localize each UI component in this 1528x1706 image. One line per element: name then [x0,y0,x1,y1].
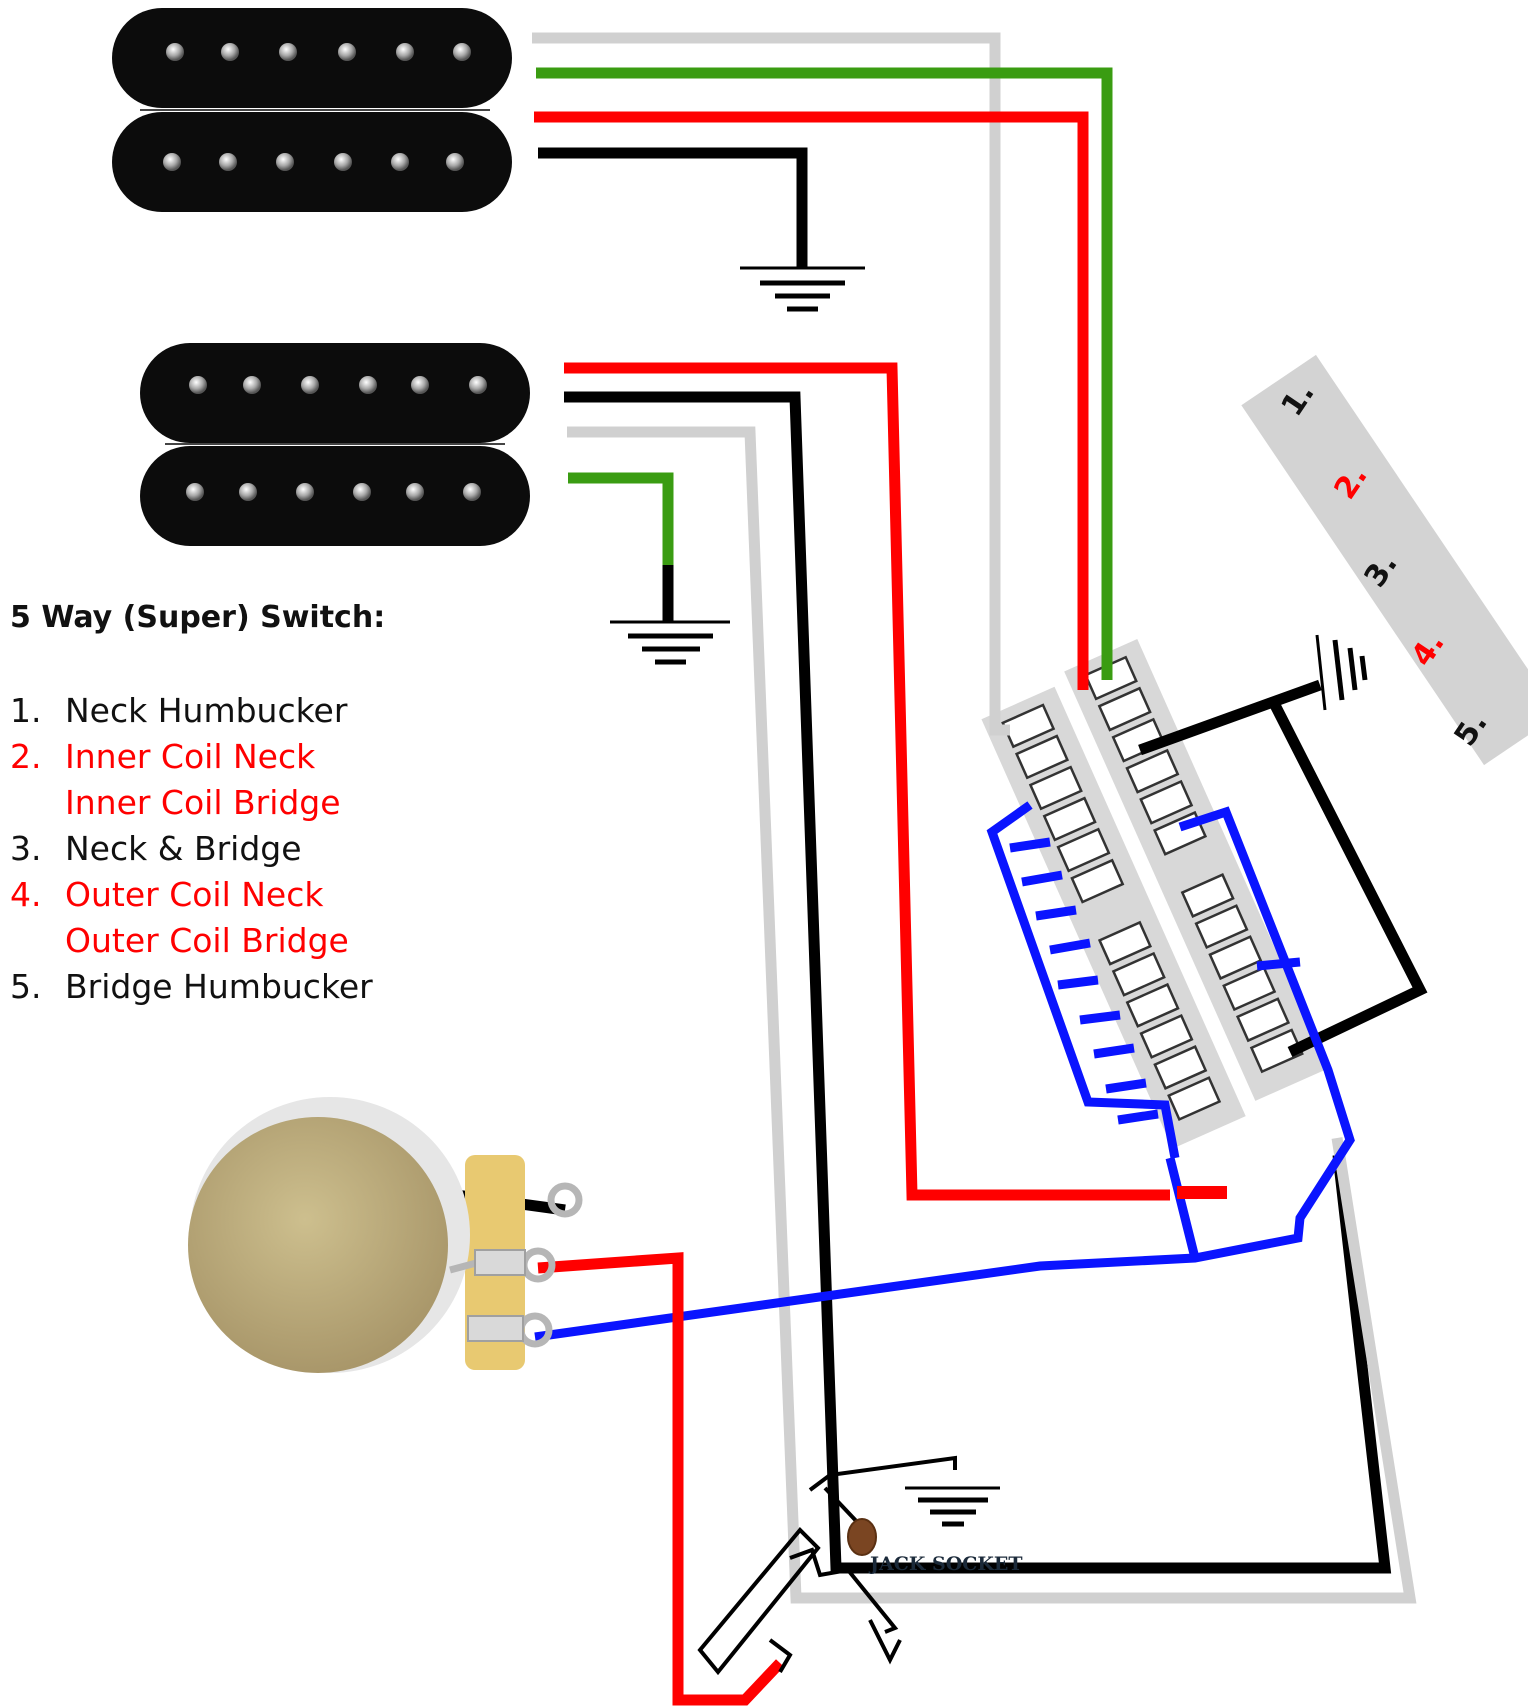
legend-list: 1. Neck Humbucker 2. Inner Coil Neck Inn… [10,688,373,1010]
ground-symbol-switch [1315,634,1368,711]
switch-position-plate [1241,354,1528,766]
blue-lug-links [1009,837,1159,1125]
super-switch-body [981,638,1329,1149]
legend-item-number: 3. [10,829,42,868]
legend-item-3: 3. Neck & Bridge [10,826,373,872]
legend-item-text: Outer Coil Neck [65,875,324,914]
ground-symbol-bridge [610,620,730,665]
legend-item-text-2: Inner Coil Bridge [65,783,341,822]
legend-title: 5 Way (Super) Switch: [10,600,386,635]
bridge-red-wire [564,362,1170,1201]
legend-item-2: 2. Inner Coil Neck Inner Coil Bridge [10,734,373,826]
legend-item-text: Neck Humbucker [65,691,348,730]
ground-symbol-jack [905,1486,1000,1527]
bridge-white-wire [567,426,1417,1604]
neck-red-wire [534,111,1089,690]
bridge-black-wire [564,391,1392,1574]
bridge-humbucker [140,343,530,546]
jack-socket-label: JACK SOCKET [870,1553,1023,1575]
legend-item-number: 1. [10,691,42,730]
blue-right-link [1256,957,1301,971]
bridge-green-wire [568,472,674,570]
blue-mid-link [1165,1156,1200,1260]
legend-item-text: Bridge Humbucker [65,967,373,1006]
legend-item-number: 2. [10,737,42,776]
red-switch-jumper [1177,1186,1227,1199]
jack-socket [697,1455,957,1676]
pot-red-wire [537,1252,784,1706]
legend-item-text: Neck & Bridge [65,829,302,868]
blue-jumper-left [986,801,1180,1159]
switch-ground-return [1270,702,1428,1057]
wires [419,32,1428,1706]
neck-humbucker [112,8,512,212]
switch-ground-wire [1138,679,1322,756]
legend-item-number: 5. [10,967,42,1006]
neck-green-wire [536,67,1113,680]
neck-white-wire [532,32,1010,736]
volume-pot [188,1097,583,1373]
legend-item-text-2: Outer Coil Bridge [65,921,349,960]
legend-item-number: 4. [10,875,42,914]
neck-black-wire [538,147,808,268]
legend-item-text: Inner Coil Neck [65,737,316,776]
ground-symbol-neck [740,266,865,312]
blue-jumper-right [534,806,1355,1342]
legend-item-1: 1. Neck Humbucker [10,688,373,734]
legend-item-5: 5. Bridge Humbucker [10,964,373,1010]
legend-item-4: 4. Outer Coil Neck Outer Coil Bridge [10,872,373,964]
